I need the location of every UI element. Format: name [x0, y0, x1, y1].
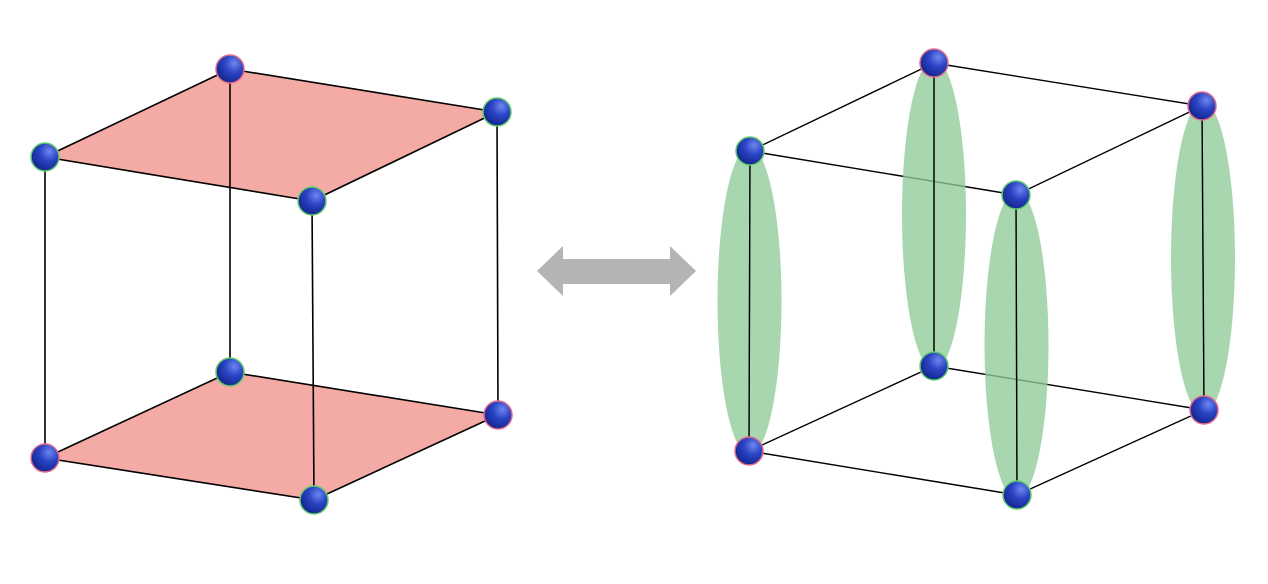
atom-node [30, 443, 60, 473]
cube-edge [44, 371, 231, 459]
atom-node [215, 54, 245, 84]
atom-node [1189, 395, 1219, 425]
double-headed-arrow-icon [537, 246, 696, 296]
atom-node [482, 97, 512, 127]
atom-node [919, 48, 949, 78]
top-face [45, 69, 497, 201]
cube-edge [933, 365, 1205, 411]
right-cube [717, 48, 1235, 510]
cube-edge [311, 200, 315, 501]
atom-node [919, 351, 949, 381]
cube-edge [44, 68, 231, 158]
cube-edge [311, 111, 498, 202]
atom-node [297, 186, 327, 216]
atom-node [1187, 91, 1217, 121]
cube-edge [313, 414, 499, 501]
atom-node [1001, 180, 1031, 210]
cube-edge [496, 111, 499, 416]
atom-node [30, 142, 60, 172]
atom-node [735, 136, 765, 166]
bottom-face [45, 372, 498, 500]
cube-edge [748, 450, 1018, 496]
cube-edge [748, 150, 751, 452]
cube-edge [44, 156, 313, 202]
cube-edge [748, 365, 935, 452]
atom-node [483, 400, 513, 430]
arrow-shape [537, 246, 696, 296]
cube-edge [1015, 194, 1018, 496]
cube-edge [749, 150, 1017, 196]
cube-edge [1201, 105, 1205, 411]
cube-edge [749, 62, 935, 152]
cube-edge [933, 62, 1203, 107]
atom-node [299, 485, 329, 515]
cube-edge [44, 457, 315, 501]
cube-edge [229, 371, 499, 416]
atom-node [215, 357, 245, 387]
atom-node [1002, 480, 1032, 510]
cube-edge [1015, 105, 1203, 196]
atom-node [734, 436, 764, 466]
cube-edge [229, 68, 498, 113]
cube-edge [1016, 409, 1205, 496]
left-cube [30, 54, 513, 515]
